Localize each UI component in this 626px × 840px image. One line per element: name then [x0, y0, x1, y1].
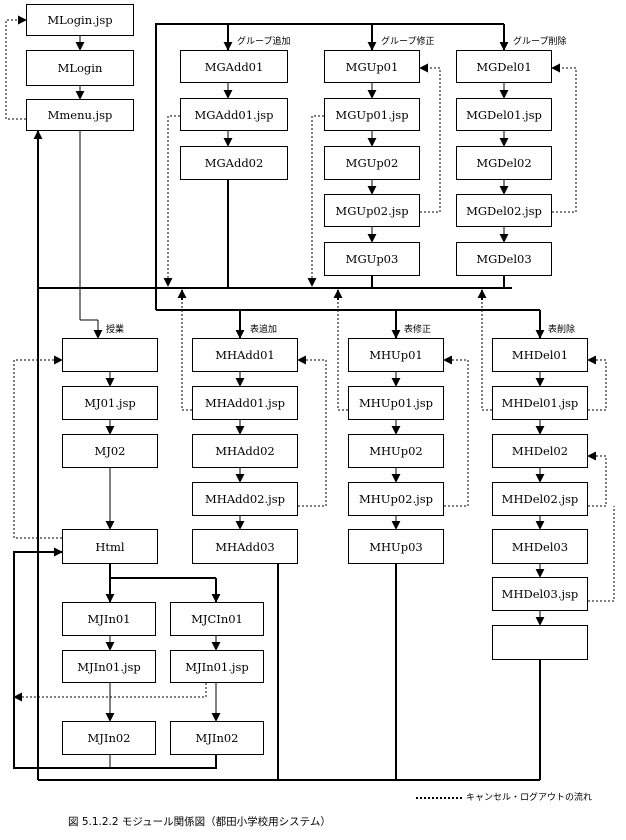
mgup02-node[interactable]: MGUp02 [324, 146, 420, 180]
table-add-label: 表追加 [250, 325, 278, 335]
mgdel02-jsp-node[interactable]: MGDel02.jsp [456, 194, 552, 227]
cancel-flow-line-29 [163, 115, 180, 287]
figure-caption: 図 5.1.2.2 モジュール関係図（都田小学校用システム） [68, 816, 331, 828]
mhdel03-jsp-node[interactable]: MHDel03.jsp [492, 577, 588, 611]
mjin01-jsp-node[interactable]: MJIn01.jsp [62, 650, 156, 683]
mhup01-jsp-node[interactable]: MHUp01.jsp [348, 386, 444, 420]
mhadd01-jsp-node[interactable]: MHAdd01.jsp [192, 386, 298, 420]
mhadd02-jsp-node[interactable]: MHAdd02.jsp [192, 482, 298, 516]
cancel-flow-line-72 [481, 300, 492, 411]
mgadd01-node[interactable]: MGAdd01 [180, 50, 288, 83]
legend-text: キャンセル・ログアウトの流れ [466, 793, 593, 803]
mgdel03-node[interactable]: MGDel03 [456, 242, 552, 276]
table-delete-label: 表削除 [548, 325, 576, 335]
class-label: 授業 [106, 325, 125, 335]
mgup01-node[interactable]: MGUp01 [324, 50, 420, 83]
mjcin01-node[interactable]: MJCIn01 [170, 602, 264, 636]
mhdel01-jsp-node[interactable]: MHDel01.jsp [492, 386, 588, 420]
cancel-flow-line-64 [443, 355, 469, 507]
mjin01-node[interactable]: MJIn01 [62, 602, 156, 636]
mhadd03-node[interactable]: MHAdd03 [192, 529, 298, 564]
mmenu-jsp-node[interactable]: Mmenu.jsp [26, 99, 134, 131]
cancel-flow-line-57 [297, 355, 327, 507]
mhadd02-node[interactable]: MHAdd02 [192, 434, 298, 468]
mgup03-node[interactable]: MGUp03 [324, 242, 420, 276]
mj02-node[interactable]: MJ02 [62, 434, 158, 468]
cancel-flow-line-32 [551, 63, 577, 213]
mhup02-node[interactable]: MHUp02 [348, 434, 444, 468]
dotted-line-legend-sample [416, 796, 462, 799]
cancel-flow-line-75 [588, 506, 615, 602]
mgadd02-node[interactable]: MGAdd02 [180, 146, 288, 180]
cancel-flow-line-63 [337, 300, 348, 411]
class-top-node[interactable] [62, 338, 158, 372]
cancel-flow-line-50 [13, 683, 207, 702]
cancel-flow-line-30 [307, 115, 324, 287]
mjin02-node[interactable]: MJIn02 [62, 721, 156, 755]
mhdel-end-node[interactable] [492, 625, 588, 660]
mhdel03-node[interactable]: MHDel03 [492, 529, 588, 564]
mgdel01-node[interactable]: MGDel01 [456, 50, 552, 83]
flow-line-48 [13, 547, 217, 769]
mgup01-jsp-node[interactable]: MGUp01.jsp [324, 98, 420, 131]
mgdel01-jsp-node[interactable]: MGDel01.jsp [456, 98, 552, 131]
cancel-flow-line-49 [13, 355, 63, 539]
cancel-flow-line-74 [587, 451, 607, 507]
cancel-flow-line-56 [181, 300, 192, 411]
table-edit-label: 表修正 [404, 325, 432, 335]
mgup02-jsp-node[interactable]: MGUp02.jsp [324, 194, 420, 227]
mlogin-jsp-node[interactable]: MLogin.jsp [26, 4, 134, 36]
group-delete-label: グループ削除 [513, 37, 567, 47]
cancel-flow-line-7 [5, 15, 27, 120]
mjcin01-jsp-node[interactable]: MJIn01.jsp [170, 650, 264, 683]
group-edit-label: グループ修正 [381, 37, 435, 47]
mhdel01-node[interactable]: MHDel01 [492, 338, 588, 372]
mj01-jsp-node[interactable]: MJ01.jsp [62, 386, 158, 420]
cancel-flow-line-31 [419, 63, 441, 213]
mhup02-jsp-node[interactable]: MHUp02.jsp [348, 482, 444, 516]
mjcin02-node[interactable]: MJIn02 [170, 721, 264, 755]
group-add-label: グループ追加 [237, 37, 291, 47]
html-node[interactable]: Html [62, 529, 158, 564]
legend: キャンセル・ログアウトの流れ [416, 790, 592, 803]
mhup01-node[interactable]: MHUp01 [348, 338, 444, 372]
mhdel02-jsp-node[interactable]: MHDel02.jsp [492, 482, 588, 516]
flow-line-8 [155, 23, 504, 310]
cancel-flow-line-73 [587, 355, 607, 411]
mlogin-node[interactable]: MLogin [26, 50, 134, 86]
mhadd01-node[interactable]: MHAdd01 [192, 338, 298, 372]
mgadd01-jsp-node[interactable]: MGAdd01.jsp [180, 98, 288, 131]
mgdel02-node[interactable]: MGDel02 [456, 146, 552, 180]
mhdel02-node[interactable]: MHDel02 [492, 434, 588, 468]
mhup03-node[interactable]: MHUp03 [348, 529, 444, 564]
